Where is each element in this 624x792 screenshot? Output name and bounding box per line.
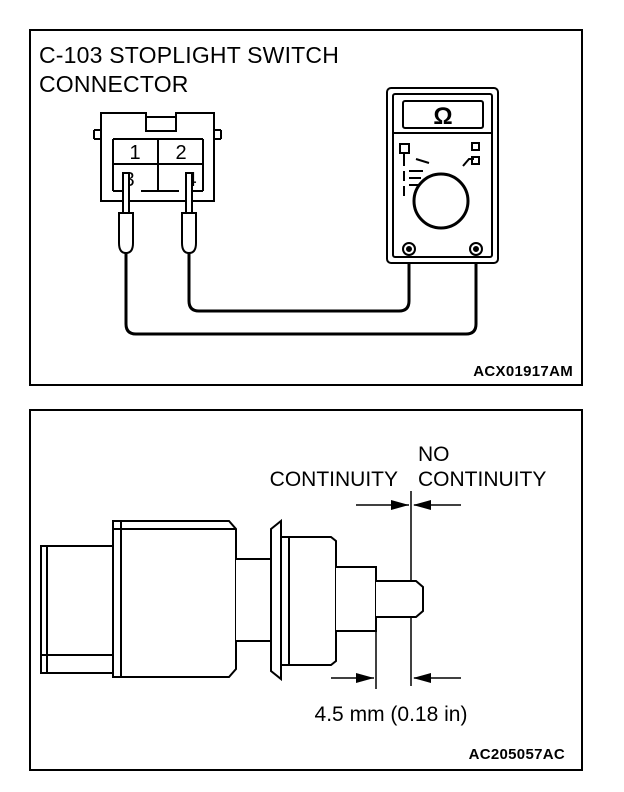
pin-label-1: 1 — [129, 142, 140, 164]
figure-code-bottom: AC205057AC — [468, 746, 565, 763]
stoplight-switch-diagram: CONTINUITY NO CONTINUITY — [40, 443, 546, 726]
connector-body — [93, 112, 222, 202]
ohmmeter — [386, 87, 499, 264]
title-line-2: CONNECTOR — [39, 71, 189, 97]
ohm-symbol: Ω — [433, 103, 452, 130]
test-probe-left — [118, 172, 134, 255]
stoplight-switch-body — [40, 518, 424, 682]
connector-test-panel: C-103 STOPLIGHT SWITCH CONNECTOR 1 2 3 4 — [29, 29, 583, 386]
pin-label-2: 2 — [175, 142, 186, 164]
continuity-label: CONTINUITY — [270, 468, 398, 491]
dimension-arrows — [356, 500, 431, 683]
connector-ohmmeter-diagram: 1 2 3 4 — [93, 87, 499, 336]
title-line-1: C-103 STOPLIGHT SWITCH — [39, 42, 340, 68]
test-leads — [124, 251, 478, 336]
dimension-label: 4.5 mm (0.18 in) — [315, 703, 468, 726]
stoplight-switch-panel: CONTINUITY NO CONTINUITY — [29, 409, 583, 771]
test-probe-right — [181, 172, 197, 255]
figure-code-top: ACX01917AM — [473, 363, 573, 380]
no-label: NO — [418, 443, 450, 466]
connector-title: C-103 STOPLIGHT SWITCH CONNECTOR — [39, 41, 339, 99]
no-continuity-label: CONTINUITY — [418, 468, 546, 491]
